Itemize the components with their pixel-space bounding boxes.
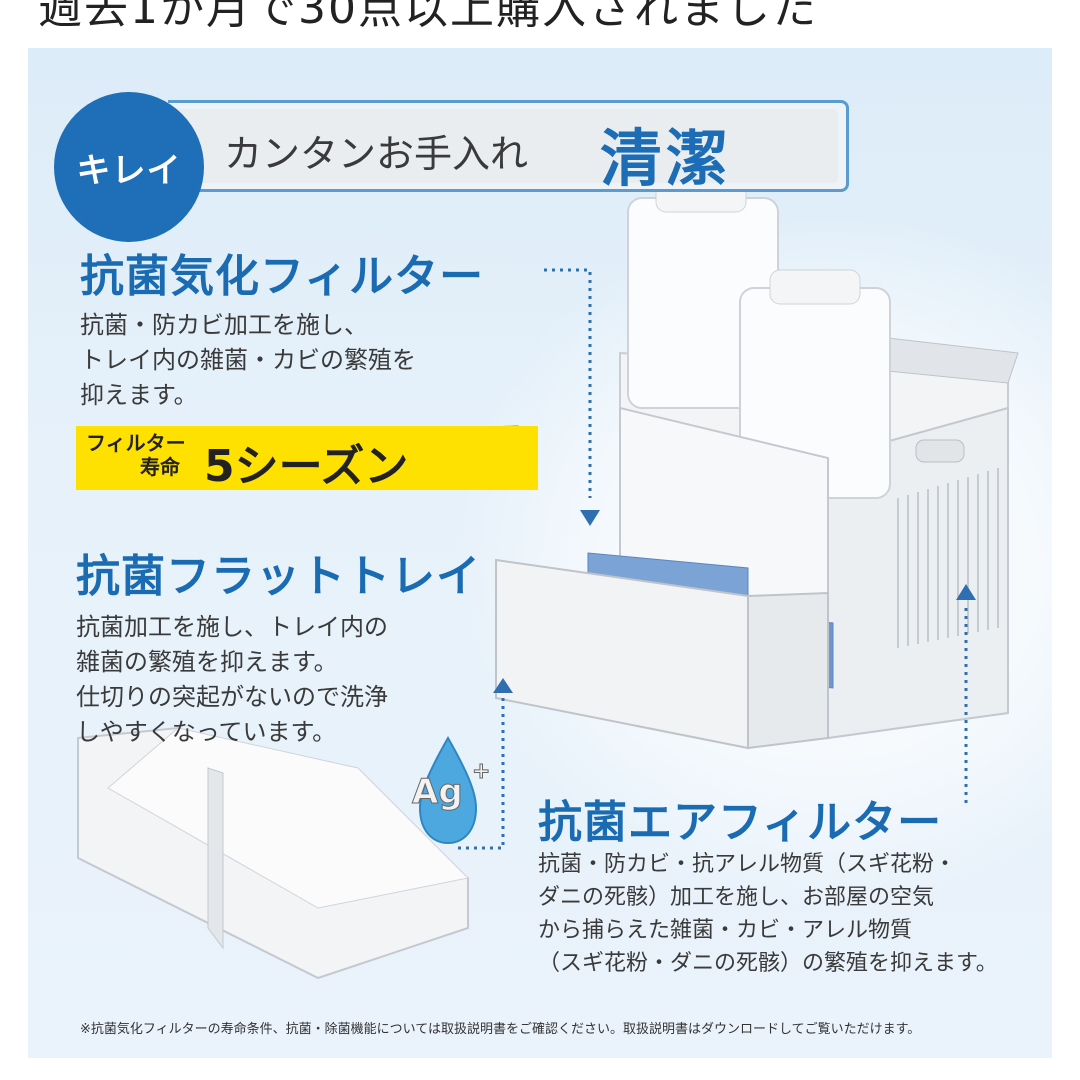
filter-line-1: 抗菌・防カビ加工を施し、 bbox=[80, 311, 368, 339]
ag-label: Ag bbox=[412, 772, 463, 812]
header-subtitle: カンタンお手入れ bbox=[224, 132, 529, 176]
filter-title: 抗菌気化フィルター bbox=[80, 251, 485, 302]
footnote: ※抗菌気化フィルターの寿命条件、抗菌・除菌機能については取扱説明書をご確認くださ… bbox=[80, 1022, 921, 1037]
filter-life-value: 5シーズン bbox=[204, 441, 409, 492]
filter-life-label-2: 寿命 bbox=[140, 455, 180, 479]
header-title: 清潔 bbox=[600, 122, 733, 195]
air-filter-line-2: ダニの死骸）加工を施し、お部屋の空気 bbox=[538, 885, 935, 910]
connector-lines bbox=[458, 268, 968, 850]
connector-arrows bbox=[493, 510, 976, 693]
air-filter-line-4: （スギ花粉・ダニの死骸）の繁殖を抑えます。 bbox=[538, 951, 998, 976]
tray-title: 抗菌フラットトレイ bbox=[76, 551, 481, 602]
filter-life-label-1: フィルター bbox=[86, 431, 186, 455]
filter-life-band bbox=[76, 426, 538, 490]
air-filter-line-3: から捕らえた雑菌・カビ・アレル物質 bbox=[538, 918, 913, 943]
ag-plus: + bbox=[472, 759, 490, 784]
filter-line-2: トレイ内の雑菌・カビの繁殖を bbox=[80, 346, 416, 374]
tray-line-3: 仕切りの突起がないので洗浄 bbox=[76, 683, 388, 711]
humidifier-illustration bbox=[495, 177, 1019, 750]
illustration-layer: Ag + bbox=[77, 177, 1019, 980]
ag-drop-icon: Ag + bbox=[412, 735, 491, 845]
tray-line-1: 抗菌加工を施し、トレイ内の bbox=[76, 613, 388, 641]
feature-panel: Ag + キレイ カンタンお手入れ 清潔 抗菌気化フィルター 抗菌・防カビ加工を… bbox=[28, 48, 1052, 1058]
air-filter-title: 抗菌エアフィルター bbox=[538, 797, 943, 848]
top-caption: 週去1か月で30点以上購入されました bbox=[38, 0, 818, 34]
filter-line-3: 抑えます。 bbox=[80, 381, 198, 409]
tray-line-2: 雑菌の繁殖を抑えます。 bbox=[76, 648, 338, 676]
kirei-badge: キレイ bbox=[54, 92, 204, 242]
flat-tray-illustration bbox=[77, 726, 470, 980]
tray-line-4: しやすくなっています。 bbox=[76, 718, 337, 746]
air-filter-line-1: 抗菌・防カビ・抗アレル物質（スギ花粉・ bbox=[538, 852, 957, 877]
header-bar bbox=[168, 100, 849, 192]
